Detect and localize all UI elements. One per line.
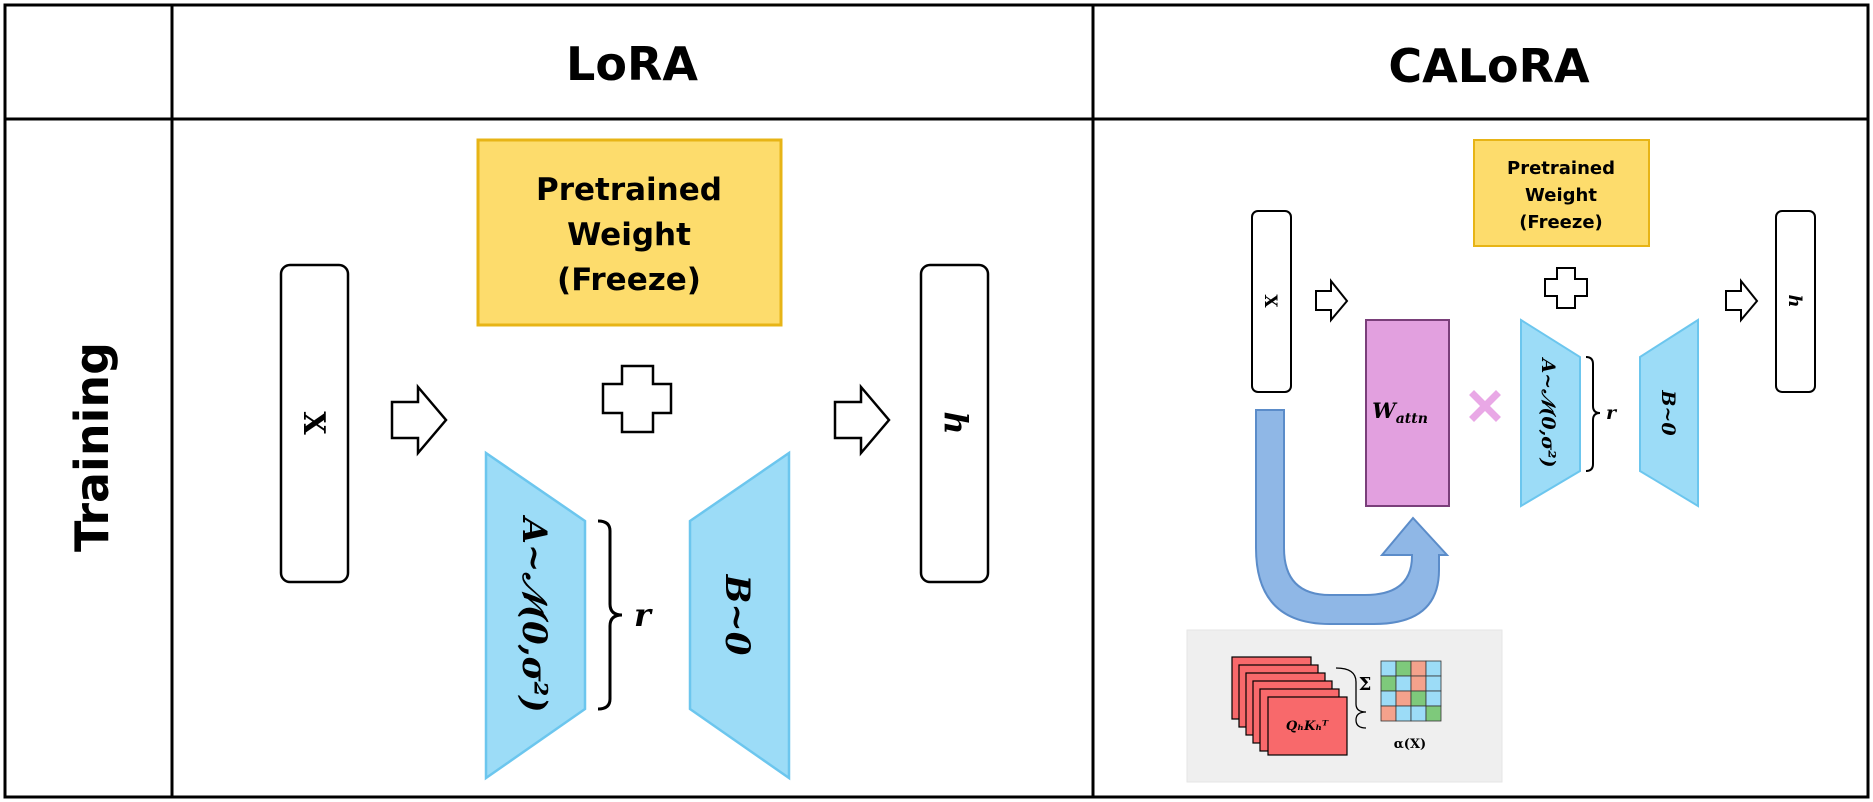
calora-w-attn-box xyxy=(1365,319,1450,507)
calora-w-attn-base: W xyxy=(1372,398,1398,423)
alpha-cell xyxy=(1380,705,1397,722)
alpha-cell xyxy=(1425,675,1442,692)
qk-card-front xyxy=(1267,696,1348,756)
lora-plus-icon xyxy=(601,364,673,434)
lora-rank-bracket xyxy=(597,519,623,711)
calora-input-box xyxy=(1251,210,1292,393)
lora-arrow-out-icon xyxy=(833,383,891,457)
lora-pretrained-line2: Weight xyxy=(567,217,691,253)
calora-curved-arrow-icon xyxy=(1255,409,1450,625)
calora-plus-icon xyxy=(1544,267,1588,309)
alpha-cell xyxy=(1380,660,1397,677)
alpha-cell xyxy=(1380,675,1397,692)
calora-rank-bracket xyxy=(1585,356,1601,472)
calora-arrow-in-icon xyxy=(1315,278,1349,323)
calora-pretrained-box xyxy=(1473,139,1650,247)
lora-adapter-a-label: A~𝒩(0,σ²) xyxy=(514,514,554,712)
lora-pretrained-line3: (Freeze) xyxy=(557,262,701,298)
calora-qk-label: QₕKₕᵀ xyxy=(1286,719,1329,734)
calora-panel: Pretrained Weight (Freeze) X h Wattn A~𝒩… xyxy=(1186,139,1816,783)
alpha-cell xyxy=(1425,690,1442,707)
calora-multiply-icon xyxy=(1469,390,1501,422)
header-lora: LoRA xyxy=(566,37,698,91)
alpha-cell xyxy=(1410,690,1427,707)
alpha-cell xyxy=(1425,660,1442,677)
alpha-cell xyxy=(1395,675,1412,692)
lora-adapter-b xyxy=(688,450,791,781)
alpha-cell xyxy=(1425,705,1442,722)
lora-output-box xyxy=(919,263,990,584)
alpha-cell xyxy=(1410,660,1427,677)
calora-adapter-a-label: A~𝒩(0,σ²) xyxy=(1537,356,1559,467)
header-calora: CALoRA xyxy=(1388,39,1590,93)
calora-adapter-b-label: B~0 xyxy=(1657,389,1679,435)
calora-output-box xyxy=(1775,210,1816,393)
lora-pretrained-box xyxy=(476,138,783,327)
alpha-cell xyxy=(1410,705,1427,722)
calora-pretrained-line1: Pretrained xyxy=(1507,158,1615,179)
calora-sum-label: Σ xyxy=(1359,674,1372,695)
lora-input-label: X xyxy=(296,411,331,435)
calora-sum-brace xyxy=(1335,667,1367,729)
calora-rank-label: r xyxy=(1606,402,1618,424)
calora-output-label: h xyxy=(1784,294,1805,307)
lora-panel: Pretrained Weight (Freeze) X h A~𝒩(0,σ²)… xyxy=(279,138,990,781)
calora-input-label: X xyxy=(1260,294,1280,308)
lora-adapter-b-label: B~0 xyxy=(717,574,757,656)
lora-adapter-a xyxy=(484,450,587,781)
calora-adapter-b xyxy=(1639,318,1699,508)
calora-qk-stack xyxy=(1231,656,1348,756)
alpha-cell xyxy=(1380,690,1397,707)
calora-adapter-a xyxy=(1520,318,1581,508)
calora-pretrained-line3: (Freeze) xyxy=(1519,212,1603,233)
lora-rank-label: r xyxy=(634,596,653,634)
alpha-cell xyxy=(1395,705,1412,722)
calora-pretrained-line2: Weight xyxy=(1525,185,1597,206)
calora-alpha-grid xyxy=(1380,660,1442,722)
calora-w-attn-label: Wattn xyxy=(1372,398,1428,427)
calora-w-attn-sub: attn xyxy=(1396,411,1428,427)
row-label-training: Training xyxy=(65,342,119,552)
table-grid xyxy=(3,3,1870,799)
calora-alpha-label: α(X) xyxy=(1394,737,1426,752)
lora-pretrained-line1: Pretrained xyxy=(536,172,722,208)
calora-arrow-out-icon xyxy=(1725,278,1759,323)
lora-output-label: h xyxy=(937,411,975,434)
alpha-cell xyxy=(1395,690,1412,707)
lora-input-box xyxy=(279,263,350,584)
table-border xyxy=(3,3,1870,799)
alpha-cell xyxy=(1395,660,1412,677)
lora-arrow-in-icon xyxy=(390,383,448,457)
alpha-cell xyxy=(1410,675,1427,692)
